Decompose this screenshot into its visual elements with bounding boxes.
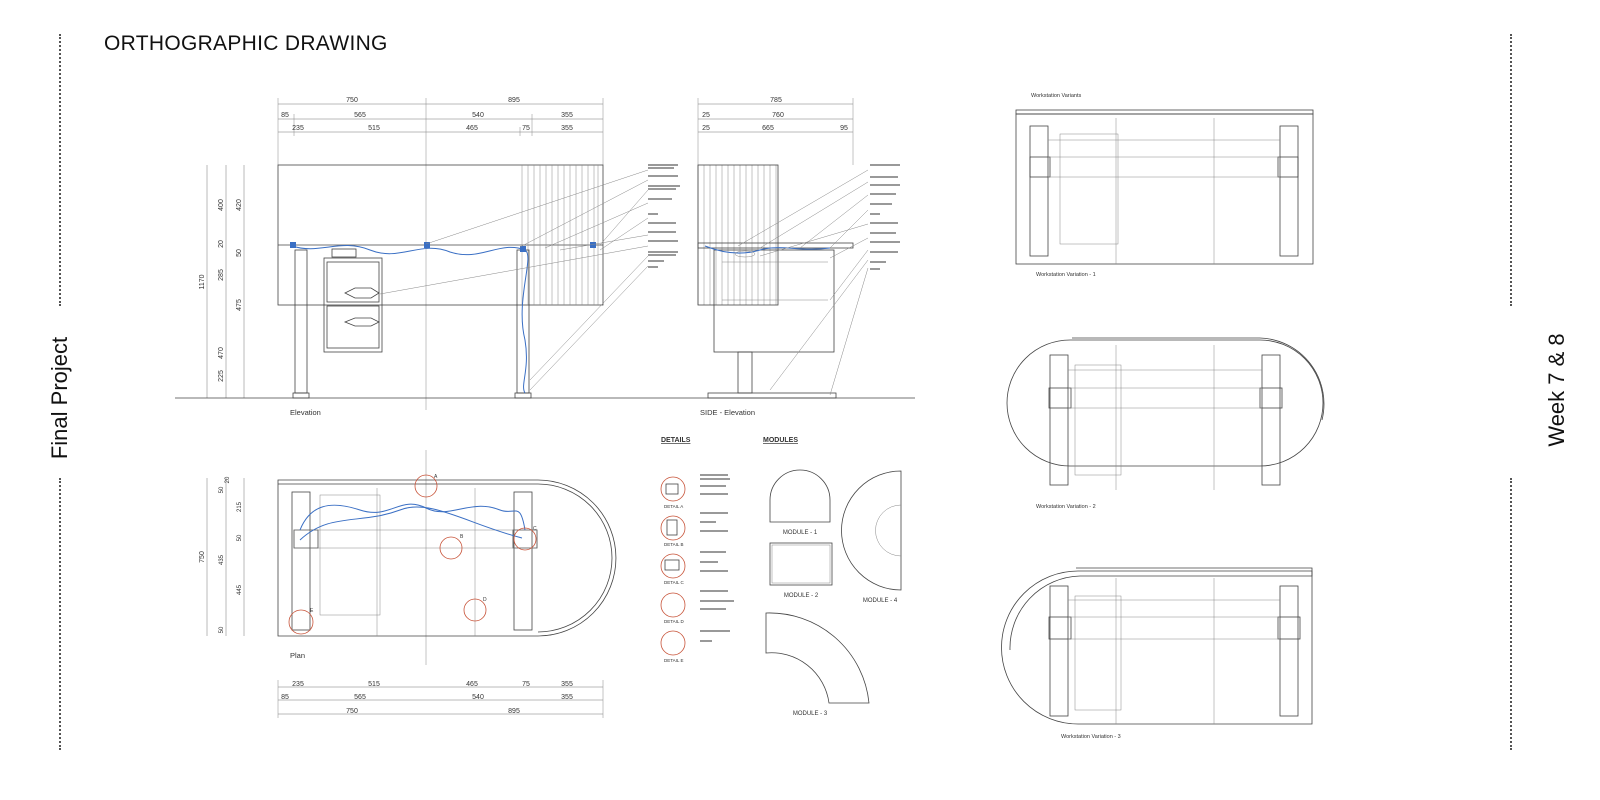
svg-text:235: 235	[292, 681, 304, 688]
svg-text:50: 50	[219, 486, 225, 493]
svg-text:25: 25	[702, 112, 710, 119]
plan-view: 750 50 20 215 50 435 445 50 A E C B D	[199, 450, 617, 718]
svg-text:85: 85	[281, 112, 289, 119]
dim-750: 750	[346, 97, 358, 104]
variants-heading: Workstation Variants	[1031, 93, 1081, 99]
svg-text:355: 355	[561, 681, 573, 688]
svg-text:DETAIL C: DETAIL C	[664, 580, 685, 585]
svg-text:Workstation Variation - 3: Workstation Variation - 3	[1061, 734, 1121, 740]
svg-text:20: 20	[225, 476, 231, 483]
svg-text:DETAIL D: DETAIL D	[664, 619, 685, 624]
svg-text:665: 665	[762, 125, 774, 132]
svg-text:475: 475	[236, 299, 243, 311]
svg-text:445: 445	[237, 584, 243, 595]
svg-text:400: 400	[218, 199, 225, 211]
svg-text:435: 435	[219, 554, 225, 565]
svg-text:465: 465	[466, 125, 478, 132]
left-dotted-rule-bottom	[59, 478, 61, 750]
svg-text:DETAIL E: DETAIL E	[664, 658, 684, 663]
details-heading: DETAILS	[661, 437, 691, 444]
svg-text:565: 565	[354, 694, 366, 701]
svg-text:355: 355	[561, 125, 573, 132]
svg-text:565: 565	[354, 112, 366, 119]
svg-text:355: 355	[561, 112, 573, 119]
elevation-view: 750 895 85 565 540 355 235 515 465 75 35…	[175, 97, 915, 417]
svg-text:785: 785	[770, 97, 782, 104]
svg-text:750: 750	[346, 708, 358, 715]
svg-text:E: E	[310, 608, 314, 614]
modules-panel: MODULES MODULE - 1 MODULE - 2 MODULE - 3…	[763, 437, 902, 717]
right-dotted-rule-top	[1510, 34, 1512, 306]
svg-text:225: 225	[218, 370, 225, 382]
svg-text:895: 895	[508, 708, 520, 715]
elevation-label: Elevation	[290, 408, 321, 417]
svg-text:50: 50	[219, 626, 225, 633]
left-dotted-rule-top	[59, 34, 61, 306]
svg-text:1170: 1170	[199, 274, 206, 289]
svg-text:20: 20	[218, 240, 225, 248]
modules-heading: MODULES	[763, 437, 798, 444]
svg-text:C: C	[533, 526, 537, 532]
svg-text:50: 50	[236, 249, 243, 257]
svg-text:95: 95	[840, 125, 848, 132]
svg-text:465: 465	[466, 681, 478, 688]
svg-text:515: 515	[368, 125, 380, 132]
workstation-variants: Workstation Variants Workstation Variati…	[1001, 93, 1325, 740]
svg-text:D: D	[483, 597, 487, 603]
svg-text:MODULE - 1: MODULE - 1	[783, 530, 818, 536]
svg-text:B: B	[460, 534, 464, 540]
svg-text:540: 540	[472, 112, 484, 119]
svg-text:Workstation Variation - 2: Workstation Variation - 2	[1036, 504, 1096, 510]
right-dotted-rule-bottom	[1510, 478, 1512, 750]
svg-text:420: 420	[236, 199, 243, 211]
svg-text:540: 540	[472, 694, 484, 701]
svg-text:MODULE - 3: MODULE - 3	[793, 711, 828, 717]
svg-text:25: 25	[702, 125, 710, 132]
svg-text:285: 285	[218, 269, 225, 281]
svg-text:470: 470	[218, 347, 225, 359]
svg-text:75: 75	[522, 681, 530, 688]
details-panel: DETAILS DETAIL A DETAIL B DETAIL C DETAI…	[660, 437, 734, 663]
svg-text:355: 355	[561, 694, 573, 701]
svg-text:A: A	[434, 474, 438, 480]
svg-text:DETAIL A: DETAIL A	[664, 504, 683, 509]
svg-text:Workstation Variation - 1: Workstation Variation - 1	[1036, 272, 1096, 278]
dim-895: 895	[508, 97, 520, 104]
svg-text:750: 750	[199, 551, 206, 563]
svg-text:DETAIL B: DETAIL B	[664, 542, 684, 547]
page-title: ORTHOGRAPHIC DRAWING	[104, 32, 388, 55]
side-elevation-view: 785 25 760 25 665 95	[697, 97, 900, 417]
svg-text:515: 515	[368, 681, 380, 688]
svg-text:MODULE - 2: MODULE - 2	[784, 593, 819, 599]
side-elevation-label: SIDE - Elevation	[700, 408, 755, 417]
svg-text:50: 50	[237, 534, 243, 541]
svg-text:MODULE - 4: MODULE - 4	[863, 598, 898, 604]
svg-text:75: 75	[522, 125, 530, 132]
svg-text:235: 235	[292, 125, 304, 132]
plan-label: Plan	[290, 651, 305, 660]
svg-text:85: 85	[281, 694, 289, 701]
svg-text:215: 215	[237, 501, 243, 512]
svg-text:760: 760	[772, 112, 784, 119]
